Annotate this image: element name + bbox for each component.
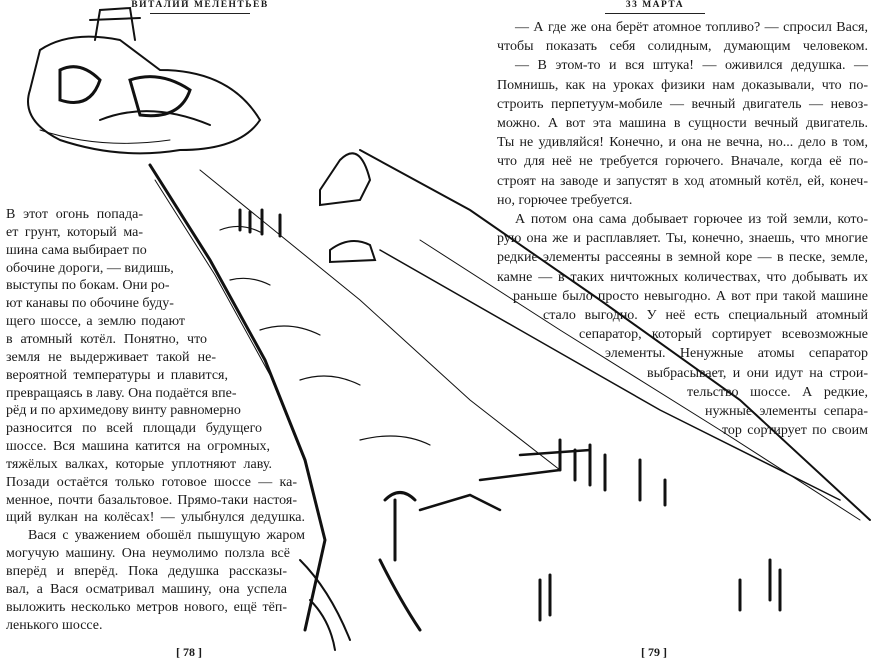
- text-line: менное, почти базальтовое. Прямо-таки на…: [6, 492, 297, 508]
- text-line: но, горючее требуется.: [497, 192, 633, 208]
- left-header-text: ВИТАЛИЙ МЕЛЕНТЬЕВ: [131, 0, 269, 10]
- people-figures: [238, 208, 782, 622]
- text-line: обочине дороги, — видишь,: [6, 260, 174, 276]
- road-right-edge: [359, 149, 871, 521]
- text-line: что для неё не требуется горючего. Внача…: [497, 154, 868, 170]
- text-line: камне — в таких ничтожных количествах, ч…: [497, 269, 868, 285]
- text-line: ленького шоссе.: [6, 617, 103, 633]
- text-line: В этот огонь попада-: [6, 207, 143, 222]
- text-line: — В этом-то и вся штука! — оживился деду…: [515, 58, 868, 74]
- text-line: строить перпетуум-мобиле — вечный двигат…: [497, 96, 868, 112]
- text-line: ет грунт, который ма-: [6, 224, 143, 240]
- text-line: разносится по всей площади будущего: [6, 421, 262, 437]
- text-line: выложить несколько метров нового, ещё тё…: [6, 599, 287, 615]
- text-line: сепаратор, который сортирует всевозможны…: [579, 327, 868, 343]
- text-line: вперёд и вперёд. Пока дедушка рассказы-: [6, 564, 287, 579]
- text-line: вероятной температуры и плавится,: [6, 367, 228, 383]
- text-line: А потом она сама добывает горючее из той…: [515, 212, 868, 227]
- text-line: рёд и по архимедову винту равномерно: [6, 403, 241, 419]
- text-line: чтобы показать себя солидным, думающим ч…: [497, 39, 868, 55]
- text-line: щий вулкан на колёсах! — улыбнулся дедуш…: [6, 510, 305, 526]
- right-page-number: [ 79 ]: [641, 645, 667, 659]
- text-line: элементы. Ненужные атомы сепаратор: [605, 346, 868, 362]
- text-line: тор сортирует по своим: [722, 423, 868, 439]
- left-running-header: ВИТАЛИЙ МЕЛЕНТЬЕВ: [90, 0, 310, 14]
- text-line: Позади остаётся только готовое шоссе — к…: [6, 474, 297, 490]
- text-line: Вася с уважением обошёл пышущую жаром: [28, 528, 305, 544]
- text-line: Помнишь, как на уроках физики нам доказы…: [497, 77, 868, 93]
- text-line: выступы по бокам. Они ро-: [6, 278, 170, 294]
- text-line: тельство шоссе. А редкие,: [687, 384, 868, 400]
- right-running-header: 33 МАРТА: [560, 0, 750, 14]
- right-header-text: 33 МАРТА: [625, 0, 685, 10]
- road-left-edge: [148, 163, 327, 632]
- text-line: раньше было просто невыгодно. А вот при …: [513, 288, 868, 304]
- text-line: вал, а Вася осматривал машину, она успел…: [6, 581, 287, 597]
- text-line: земля не выдерживает такой не-: [6, 349, 216, 365]
- text-line: выбрасывает, и они идут на строи-: [647, 365, 868, 381]
- text-line: шоссе. Вся машина катится на огромных,: [6, 439, 270, 455]
- header-rule: [150, 13, 250, 14]
- text-line: стало выгодно. У неё есть специальный ат…: [543, 308, 868, 323]
- text-line: можно. А вот эта машина в сущности вечны…: [497, 116, 868, 131]
- text-line: в атомный котёл. Понятно, что: [6, 331, 207, 347]
- left-page-number: [ 78 ]: [176, 645, 202, 659]
- text-line: рую она же и расплавляет. Ты, конечно, з…: [497, 231, 868, 247]
- text-line: щего шоссе, а землю подают: [6, 314, 185, 330]
- atomic-machine-drawing: [27, 6, 262, 155]
- text-line: строят на заводе и запустят в ход атомны…: [497, 173, 868, 189]
- text-line: Ты не удивляйся! Конечно, и она не вечна…: [497, 135, 868, 151]
- text-line: ют канавы по обочине буду-: [6, 296, 174, 312]
- text-line: могучую машину. Она неумолимо ползла всё: [6, 546, 290, 562]
- text-line: тяжёлых валках, которые уплотняют лаву.: [6, 456, 272, 472]
- text-line: нужные элементы сепара-: [705, 404, 868, 419]
- text-line: превращаясь в лаву. Она подаётся впе-: [6, 385, 237, 401]
- header-rule: [605, 13, 705, 14]
- text-line: шина сама выбирает по: [6, 242, 147, 258]
- text-line: редкие элементы рассеяны в земной коре —…: [497, 250, 868, 266]
- text-line: — А где же она берёт атомное топливо? — …: [515, 20, 868, 35]
